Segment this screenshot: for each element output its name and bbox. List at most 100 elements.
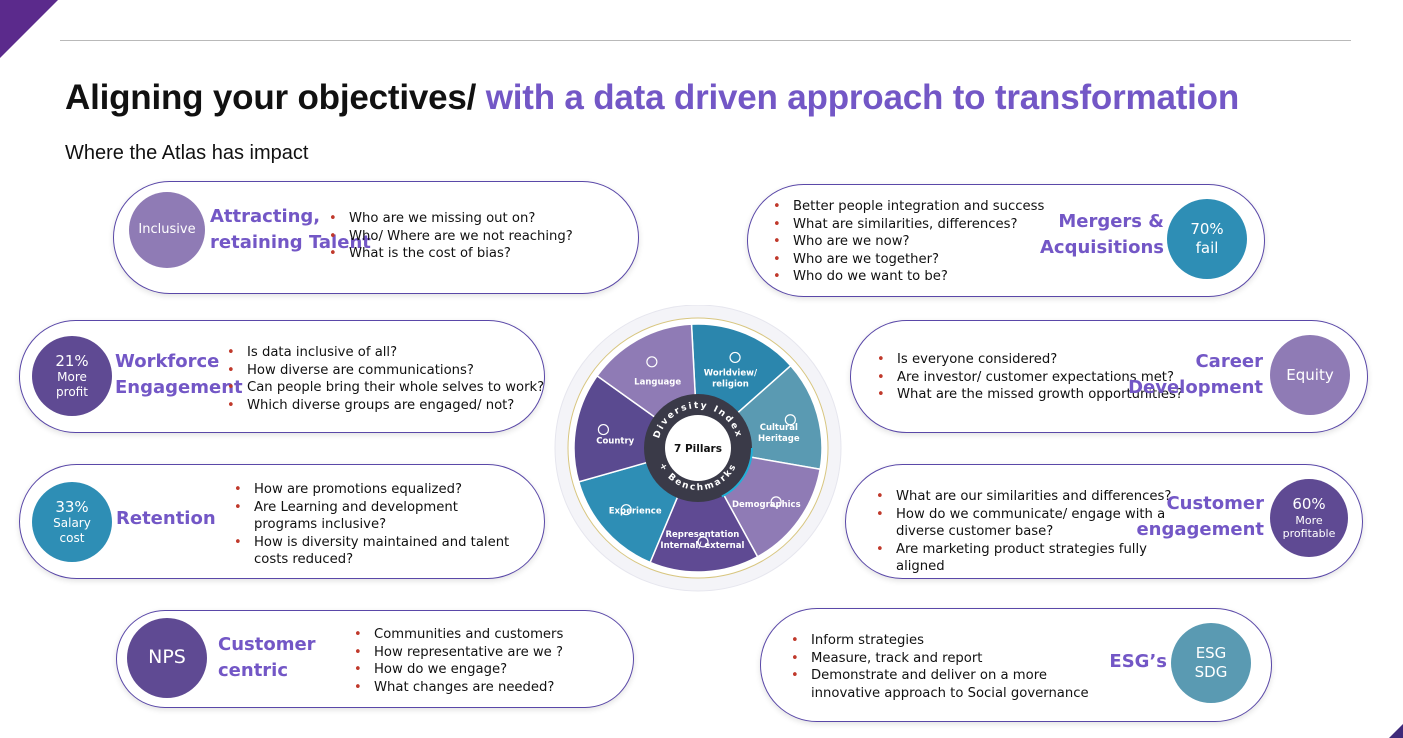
card-attracting-talent: Inclusive Attracting, retaining Talent W… xyxy=(113,181,639,294)
list-item: What changes are needed? xyxy=(354,679,634,697)
chat-icon xyxy=(646,356,658,368)
list-item: Is data inclusive of all? xyxy=(227,344,557,362)
list-item: Are Learning and development programs in… xyxy=(234,499,514,534)
title-line: Mergers & xyxy=(1058,211,1164,232)
circle-text: fail xyxy=(1195,239,1219,257)
list-item: Demonstrate and deliver on a more innova… xyxy=(791,667,1101,702)
list-item: What are our similarities and difference… xyxy=(876,488,1176,506)
wheel-segment-label: Experience xyxy=(609,507,662,517)
card-title: Career Development xyxy=(1128,349,1263,401)
card-title: Workforce Engagement xyxy=(115,349,243,401)
bullet-list: Is everyone considered? Are investor/ cu… xyxy=(877,351,1197,404)
title-line: Career xyxy=(1195,351,1263,372)
dove-icon xyxy=(729,351,741,364)
card-title: ESG’s xyxy=(1109,649,1167,675)
circle-text: Salary xyxy=(53,516,91,531)
title-part-2: with a data driven approach to transform… xyxy=(485,78,1240,117)
list-item: How is diversity maintained and talent c… xyxy=(234,534,514,569)
list-item: What are similarities, differences? xyxy=(773,216,1063,234)
title-line: Customer xyxy=(218,634,316,655)
list-item: How representative are we ? xyxy=(354,644,634,662)
title-line: engagement xyxy=(1136,519,1264,540)
circle-value: 70% xyxy=(1190,220,1224,239)
wheel-segment-label: Worldview/religion xyxy=(704,369,758,390)
list-item: How do we communicate/ engage with a div… xyxy=(876,506,1176,541)
bullet-list: Communities and customers How representa… xyxy=(354,626,634,696)
list-item: Who are we together? xyxy=(773,251,1063,269)
circle-text: NPS xyxy=(148,646,186,669)
circle-text: profitable xyxy=(1282,527,1336,541)
bullet-list: Who are we missing out on? Who/ Where ar… xyxy=(329,210,649,263)
header-divider xyxy=(60,40,1351,41)
circle-text: Equity xyxy=(1286,365,1334,384)
list-item: Can people bring their whole selves to w… xyxy=(227,379,557,397)
title-line: Attracting, xyxy=(210,206,321,227)
list-item: How are promotions equalized? xyxy=(234,481,514,499)
title-part-1: Aligning your objectives/ xyxy=(65,78,477,117)
card-title: Retention xyxy=(116,506,216,532)
list-item: Are investor/ customer expectations met? xyxy=(877,369,1197,387)
wheel-center xyxy=(665,415,731,481)
title-line: Development xyxy=(1128,377,1263,398)
circle-text: More xyxy=(57,370,87,385)
circle-nps: NPS xyxy=(127,618,207,698)
circle-60-percent: 60% More profitable xyxy=(1270,479,1348,557)
page-subtitle: Where the Atlas has impact xyxy=(65,142,309,164)
circle-text: profit xyxy=(56,385,88,400)
list-item: What are the missed growth opportunities… xyxy=(877,386,1197,404)
list-item: Communities and customers xyxy=(354,626,634,644)
corner-decoration xyxy=(0,0,58,58)
title-line: Retention xyxy=(116,508,216,529)
list-item: Measure, track and report xyxy=(791,650,1101,668)
list-item: What is the cost of bias? xyxy=(329,245,649,263)
briefcase-icon xyxy=(784,414,796,426)
wheel-center-label: 7 Pillars xyxy=(674,443,722,455)
globe-icon xyxy=(597,423,610,436)
circle-70-percent: 70% fail xyxy=(1167,199,1247,279)
wheel-ring-accent xyxy=(643,393,753,503)
bullet-list: What are our similarities and difference… xyxy=(876,488,1176,576)
list-item: Who are we missing out on? xyxy=(329,210,649,228)
wheel-segment-label: Language xyxy=(634,377,681,387)
wheel-segment-label: Country xyxy=(596,437,634,447)
card-workforce-engagement: 21% More profit Workforce Engagement Is … xyxy=(19,320,545,433)
list-item: Inform strategies xyxy=(791,632,1101,650)
circle-text: More xyxy=(1295,513,1323,527)
list-item: Are marketing product strategies fully a… xyxy=(876,541,1176,576)
circle-21-percent: 21% More profit xyxy=(32,336,112,416)
badge-icon xyxy=(620,504,632,516)
circle-text: ESG xyxy=(1195,644,1227,663)
circle-value: 21% xyxy=(55,351,89,370)
circle-equity: Equity xyxy=(1270,335,1350,415)
corner-decoration-bottom xyxy=(1389,724,1403,738)
card-customer-centric: NPS Customer centric Communities and cus… xyxy=(116,610,634,708)
title-line: Engagement xyxy=(115,377,243,398)
card-retention: 33% Salary cost Retention How are promot… xyxy=(19,464,545,579)
list-item: Which diverse groups are engaged/ not? xyxy=(227,397,557,415)
title-line: Workforce xyxy=(115,351,220,372)
wheel-segment-label: Demographics xyxy=(732,500,801,510)
card-mergers-acquisitions: Better people integration and success Wh… xyxy=(747,184,1265,297)
card-career-development: Is everyone considered? Are investor/ cu… xyxy=(850,320,1368,433)
title-line: Customer xyxy=(1166,493,1264,514)
title-line: ESG’s xyxy=(1109,651,1167,672)
list-item: Better people integration and success xyxy=(773,198,1063,216)
circle-text: Inclusive xyxy=(138,221,196,237)
circle-value: 60% xyxy=(1292,494,1326,513)
card-customer-engagement: What are our similarities and difference… xyxy=(845,464,1363,579)
circles-icon xyxy=(697,536,709,548)
title-line: centric xyxy=(218,660,289,681)
list-item: Is everyone considered? xyxy=(877,351,1197,369)
list-item: How do we engage? xyxy=(354,661,634,679)
circle-text: cost xyxy=(59,531,85,546)
bullet-list: Inform strategies Measure, track and rep… xyxy=(791,632,1101,702)
list-item: Who are we now? xyxy=(773,233,1063,251)
bullet-list: Is data inclusive of all? How diverse ar… xyxy=(227,344,557,414)
bullet-list: How are promotions equalized? Are Learni… xyxy=(234,481,514,569)
list-item: How diverse are communications? xyxy=(227,362,557,380)
list-item: Who/ Where are we not reaching? xyxy=(329,228,649,246)
list-item: Who do we want to be? xyxy=(773,268,1063,286)
